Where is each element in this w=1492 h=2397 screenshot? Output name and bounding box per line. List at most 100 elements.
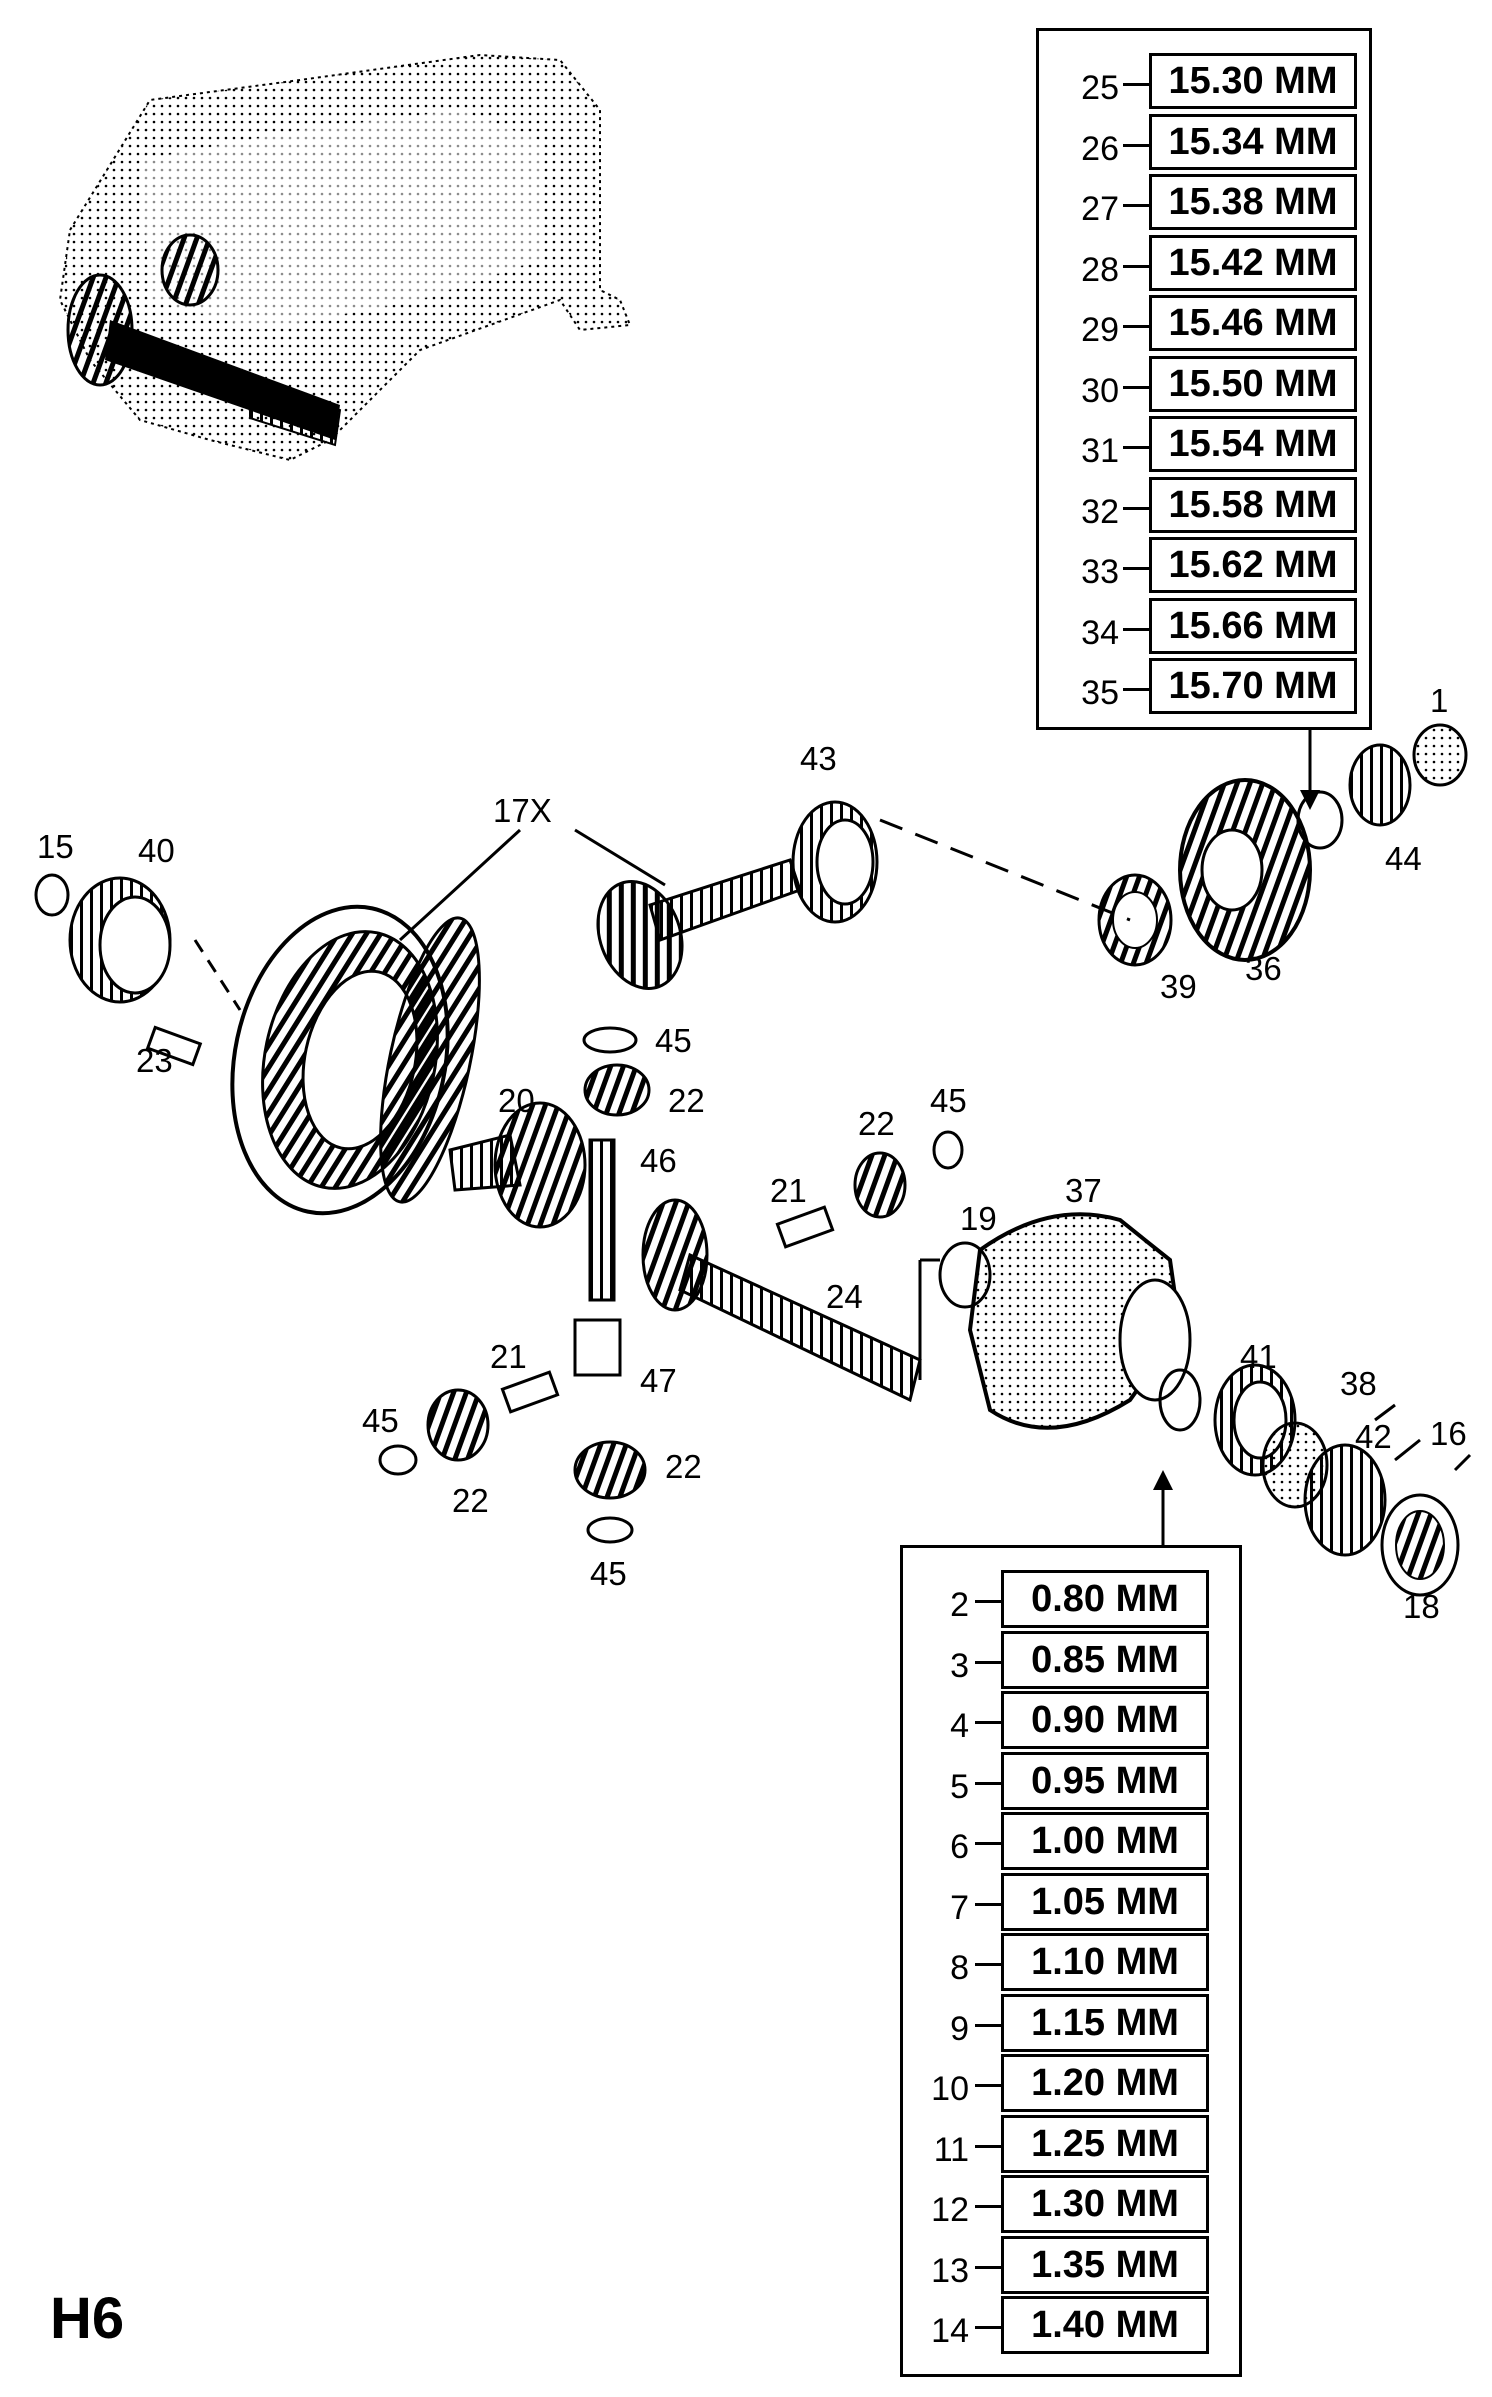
callout-1: 1	[1430, 682, 1448, 719]
leader-tick	[1123, 204, 1149, 207]
callout-15: 15	[37, 828, 74, 865]
part-number: 2	[950, 1586, 969, 1624]
size-value: 15.34 MM	[1149, 113, 1357, 170]
size-table-row: 2 0.80 MM	[903, 1570, 1239, 1630]
part-number: 29	[1081, 311, 1119, 349]
part-number: 11	[933, 2130, 969, 2169]
callout-22d: 22	[665, 1448, 702, 1485]
size-value: 15.38 MM	[1149, 174, 1357, 230]
size-value: 0.80 MM	[1001, 1570, 1209, 1628]
callout-45c: 45	[362, 1402, 399, 1439]
callout-37: 37	[1065, 1172, 1102, 1209]
callout-21a: 21	[770, 1172, 807, 1209]
leader-tick	[975, 1963, 1001, 1966]
callout-18: 18	[1403, 1588, 1440, 1625]
callout-47: 47	[640, 1362, 677, 1399]
leader-tick	[1123, 446, 1149, 449]
callout-20: 20	[498, 1082, 535, 1119]
callout-45d: 45	[590, 1555, 627, 1592]
part-number: 4	[950, 1707, 969, 1745]
leader-tick	[1123, 567, 1149, 570]
callout-36: 36	[1245, 950, 1282, 987]
size-value: 1.00 MM	[1001, 1812, 1209, 1870]
callout-42: 42	[1355, 1418, 1392, 1455]
differential-gear-drawings	[145, 1025, 964, 1544]
bearing-drawings	[34, 723, 1468, 1597]
size-table-row: 4 0.90 MM	[903, 1691, 1239, 1751]
part-number: 32	[1081, 492, 1119, 531]
callout-45b: 45	[930, 1082, 967, 1119]
size-value: 15.70 MM	[1149, 658, 1357, 714]
size-value: 15.66 MM	[1149, 597, 1357, 654]
part-number: 31	[1081, 432, 1119, 470]
part-number: 14	[931, 2312, 969, 2350]
pinion-shaft-drawing	[596, 858, 802, 990]
size-value: 15.50 MM	[1149, 355, 1357, 412]
callout-24: 24	[826, 1278, 863, 1315]
callout-39: 39	[1160, 968, 1197, 1005]
callout-23: 23	[136, 1042, 173, 1079]
leader-tick	[975, 2084, 1001, 2087]
callout-38: 38	[1340, 1365, 1377, 1402]
size-value: 1.30 MM	[1001, 2175, 1209, 2233]
callout-21b: 21	[490, 1338, 527, 1375]
leader-tick	[975, 1660, 1001, 1664]
size-value: 1.05 MM	[1001, 1872, 1209, 1931]
leader-tick	[975, 1721, 1001, 1724]
selection-arrows	[1153, 790, 1320, 1490]
leader-tick	[975, 2205, 1001, 2208]
callout-19: 19	[960, 1200, 997, 1237]
part-number: 5	[950, 1767, 969, 1806]
size-table-row: 34 15.66 MM	[1039, 597, 1369, 658]
size-value: 15.30 MM	[1149, 53, 1357, 109]
part-number: 30	[1081, 371, 1119, 410]
leader-tick	[1123, 325, 1149, 328]
gearbox-shaft-thumbnail	[66, 233, 342, 447]
part-number: 9	[950, 2009, 969, 2048]
callout-40: 40	[138, 832, 175, 869]
part-number: 6	[950, 1828, 969, 1866]
leader-tick	[1123, 264, 1149, 268]
callout-22b: 22	[858, 1105, 895, 1142]
callout-labels: 1 15 40 17X 43 44 36 39 45 22 23 20 46 2…	[37, 682, 1467, 1625]
part-number: 3	[950, 1646, 969, 1685]
callout-41: 41	[1240, 1338, 1277, 1375]
part-number: 12	[931, 2191, 969, 2229]
part-number: 25	[1081, 69, 1119, 107]
size-table-row: 11 1.25 MM	[903, 2114, 1239, 2175]
leader-tick	[1123, 506, 1149, 510]
part-number: 26	[1081, 129, 1119, 168]
callout-22a: 22	[668, 1082, 705, 1119]
gear-36-drawing	[1178, 778, 1312, 962]
part-number: 27	[1081, 190, 1119, 228]
size-value: 0.90 MM	[1001, 1691, 1209, 1749]
part-number: 10	[931, 2070, 969, 2108]
size-table-row: 27 15.38 MM	[1039, 174, 1369, 234]
gearbox-housing-thumbnail	[58, 53, 632, 462]
size-table-row: 6 1.00 MM	[903, 1812, 1239, 1872]
part-number: 35	[1081, 674, 1119, 712]
part-number: 13	[931, 2251, 969, 2290]
size-value: 1.40 MM	[1001, 2296, 1209, 2354]
part-number: 34	[1081, 613, 1119, 652]
part-number: 33	[1081, 553, 1119, 591]
leader-tick	[1123, 143, 1149, 147]
leader-tick	[975, 2144, 1001, 2148]
callout-44: 44	[1385, 840, 1422, 877]
size-value: 15.46 MM	[1149, 295, 1357, 351]
size-table-row: 29 15.46 MM	[1039, 295, 1369, 355]
callout-46: 46	[640, 1142, 677, 1179]
size-value: 1.25 MM	[1001, 2114, 1209, 2173]
leader-tick	[975, 1842, 1001, 1845]
leader-tick	[975, 2326, 1001, 2329]
